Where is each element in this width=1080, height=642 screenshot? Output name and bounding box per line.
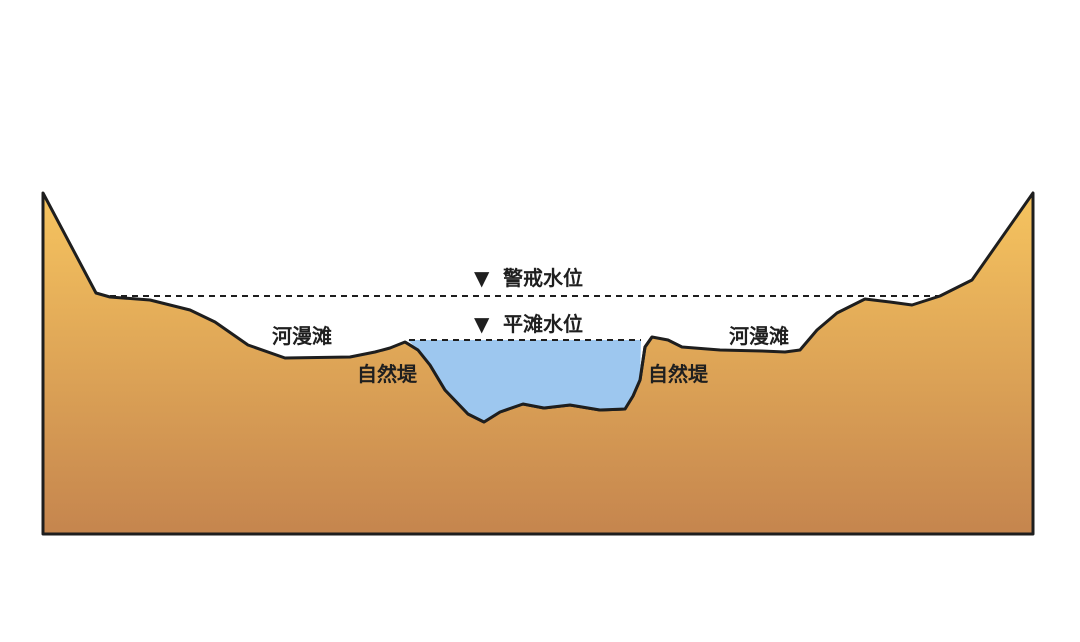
bankfull-level-marker-icon: ▼ [474,312,490,336]
bankfull-level-label: 平滩水位 [503,312,583,336]
natural-levee-right-label: 自然堤 [648,362,709,386]
floodplain-left-label: 河漫滩 [272,324,332,348]
riverbed-outline [404,336,654,424]
river-water [408,340,641,422]
floodplain-right-label: 河漫滩 [729,324,789,348]
natural-levee-left-label: 自然堤 [357,362,418,386]
warning-level-label: 警戒水位 [503,266,583,290]
warning-level-marker-icon: ▼ [474,266,490,290]
